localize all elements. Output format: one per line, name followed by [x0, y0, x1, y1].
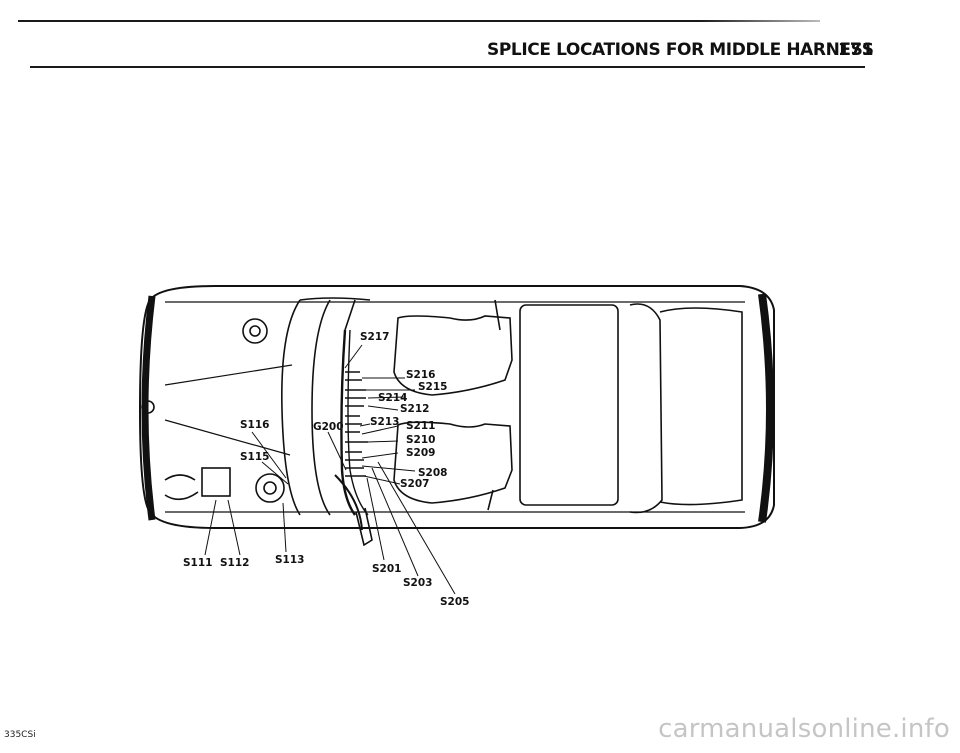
label-s213: S213 — [370, 416, 399, 428]
label-s210: S210 — [406, 434, 435, 446]
vehicle-outline — [138, 285, 775, 547]
label-s205: S205 — [440, 596, 469, 608]
label-s209: S209 — [406, 447, 435, 459]
label-s113: S113 — [275, 554, 304, 566]
label-s111: S111 — [183, 557, 212, 569]
label-s214: S214 — [378, 392, 407, 404]
label-g200: G200 — [313, 421, 344, 433]
label-s116: S116 — [240, 419, 269, 431]
page-title: SPLICE LOCATIONS FOR MIDDLE HARNESS — [487, 40, 874, 60]
label-s112: S112 — [220, 557, 249, 569]
leader-lines — [204, 344, 456, 595]
label-s203: S203 — [403, 577, 432, 589]
splice-stubs — [345, 371, 368, 477]
label-s115: S115 — [240, 451, 269, 463]
page-number: 171 — [838, 40, 874, 60]
label-s201: S201 — [372, 563, 401, 575]
header-rule-top-fade — [700, 20, 820, 22]
label-s211: S211 — [406, 420, 435, 432]
label-s217: S217 — [360, 331, 389, 343]
header-rule-bottom — [30, 66, 865, 68]
watermark-text: carmanualsonline.info — [658, 714, 950, 744]
label-s215: S215 — [418, 381, 447, 393]
label-s207: S207 — [400, 478, 429, 490]
header-rule-top — [18, 20, 818, 22]
label-s216: S216 — [406, 369, 435, 381]
model-code: 335CSi — [4, 730, 36, 740]
label-s212: S212 — [400, 403, 429, 415]
splice-labels: S217 S216 S215 S214 S212 S213 S211 S210 … — [183, 331, 469, 608]
label-s208: S208 — [418, 467, 447, 479]
